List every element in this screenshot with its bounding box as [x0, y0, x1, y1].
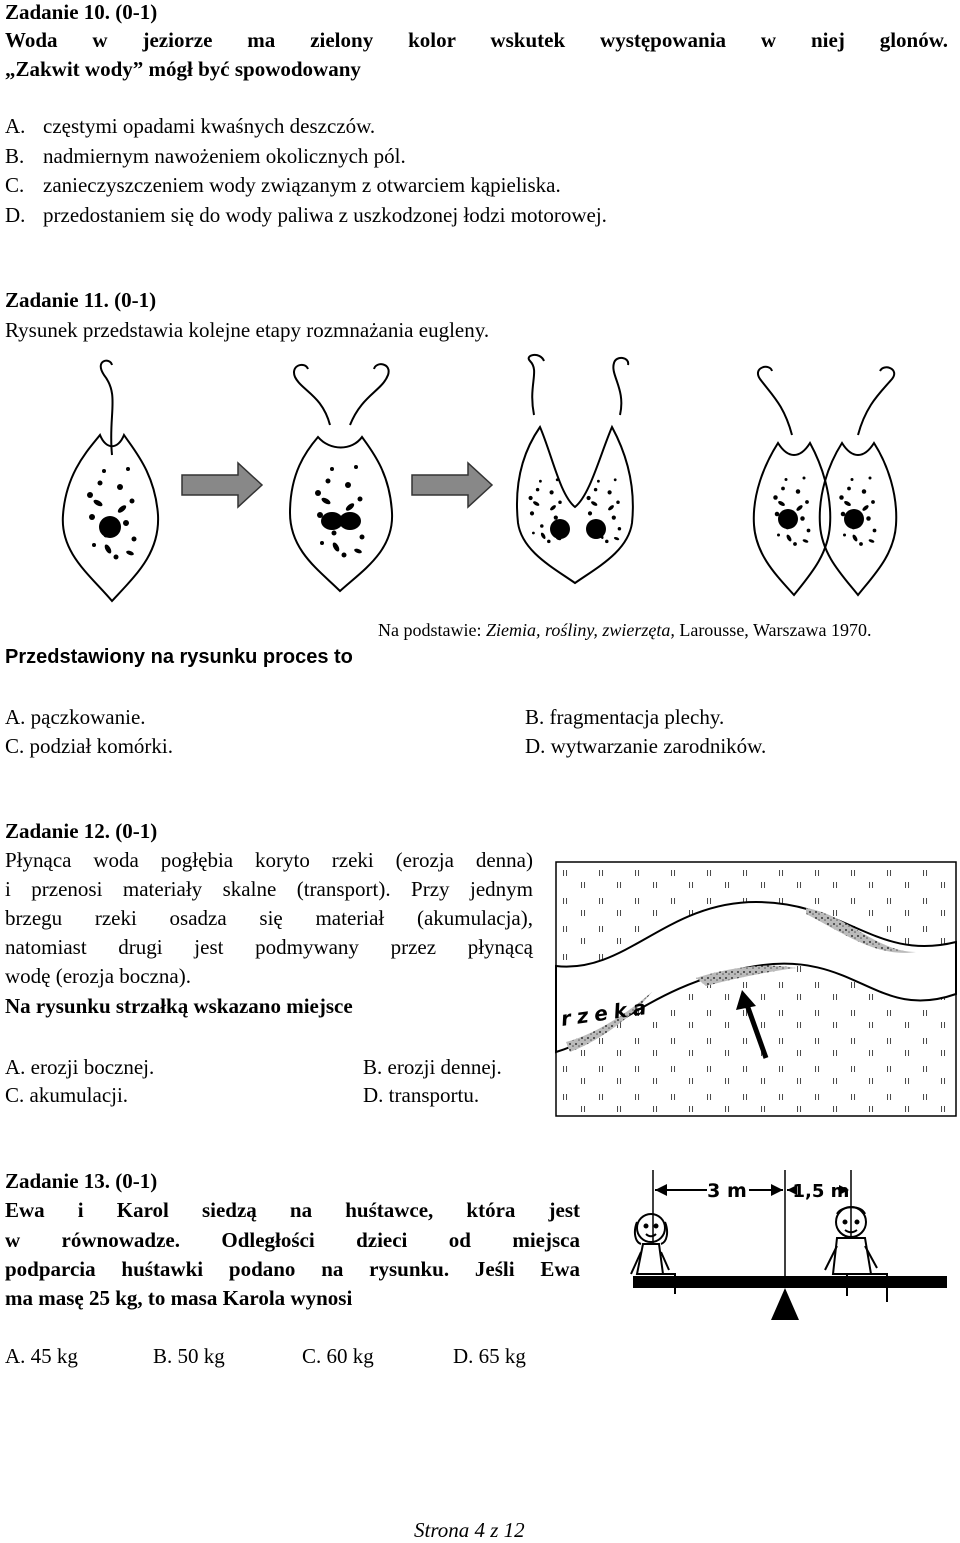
task11-header: Zadanie 11. (0-1) — [5, 288, 157, 312]
task11-option-c[interactable]: C. podział komórki. — [5, 734, 173, 758]
task13-text-line: podparcia huśtawki podano na rysunku. Je… — [5, 1257, 580, 1281]
task11-option-a[interactable]: A. pączkowanie. — [5, 705, 146, 729]
dimension-left-label: 3 m — [707, 1180, 747, 1202]
euglena-diagram — [61, 354, 898, 603]
task13-text-line: Ewa i Karol siedzą na huśtawce, która je… — [5, 1198, 580, 1222]
task13-option-d[interactable]: D. 65 kg — [453, 1344, 526, 1368]
task12-option-b[interactable]: B. erozji dennej. — [363, 1055, 502, 1079]
task13-option-a[interactable]: A. 45 kg — [5, 1344, 78, 1368]
task11-option-b[interactable]: B. fragmentacja plechy. — [525, 705, 725, 729]
task12-question: Na rysunku strzałką wskazano miejsce — [5, 994, 353, 1018]
task10-option-d[interactable]: D.przedostaniem się do wody paliwa z usz… — [5, 203, 607, 227]
task12-text-line: wodę (erozja boczna). — [5, 964, 191, 988]
task11-intro: Rysunek przedstawia kolejne etapy rozmna… — [5, 318, 490, 342]
arrow-icon — [411, 461, 494, 509]
task11-source: Na podstawie: Ziemia, rośliny, zwierzęta… — [378, 620, 872, 640]
task10-header: Zadanie 10. (0-1) — [5, 0, 158, 24]
indicator-arrow-icon — [736, 990, 769, 1059]
task12-text-line: brzegu rzeki osadza się materiał (akumul… — [5, 906, 533, 930]
euglena-stage-4 — [752, 365, 898, 597]
boy-karol-icon — [824, 1206, 888, 1302]
dimension-right-label: 1,5 m — [793, 1181, 850, 1202]
girl-ewa-icon — [630, 1213, 676, 1294]
task10-option-b[interactable]: B.nadmiernym nawożeniem okolicznych pól. — [5, 144, 406, 168]
task12-option-d[interactable]: D. transportu. — [363, 1083, 480, 1107]
euglena-stage-2 — [288, 363, 394, 593]
task12-header: Zadanie 12. (0-1) — [5, 819, 158, 843]
task13-header: Zadanie 13. (0-1) — [5, 1169, 158, 1193]
task12-option-a[interactable]: A. erozji bocznej. — [5, 1055, 155, 1079]
task10-option-a[interactable]: A.częstymi opadami kwaśnych deszczów. — [5, 114, 376, 138]
task12-text-line: natomiast drugi jest podmywany przez pły… — [5, 935, 533, 959]
euglena-stage-3 — [515, 354, 634, 585]
page-number: Strona 4 z 12 — [414, 1518, 525, 1542]
task11-question: Przedstawiony na rysunku proces to — [5, 646, 353, 668]
task10-stem-line1: Woda w jeziorze ma zielony kolor wskutek… — [5, 28, 948, 52]
task10-stem-line2: „Zakwit wody” mógł być spowodowany — [5, 57, 361, 81]
river-diagram: ıı ıı rzeka — [555, 861, 957, 1117]
euglena-stage-1 — [61, 359, 160, 603]
task12-option-c[interactable]: C. akumulacji. — [5, 1083, 129, 1107]
task13-text-line: ma masę 25 kg, to masa Karola wynosi — [5, 1286, 353, 1310]
arrow-icon — [181, 461, 264, 509]
task13-text-line: w równowadze. Odległości dzieci od miejs… — [5, 1228, 580, 1252]
task12-text-line: i przenosi materiały skalne (transport).… — [5, 877, 533, 901]
seesaw-diagram: 3 m 1,5 m — [630, 1170, 947, 1320]
task11-option-d[interactable]: D. wytwarzanie zarodników. — [525, 734, 767, 758]
task13-option-c[interactable]: C. 60 kg — [302, 1344, 374, 1368]
task12-text-line: Płynąca woda pogłębia koryto rzeki (eroz… — [5, 848, 533, 872]
task13-option-b[interactable]: B. 50 kg — [153, 1344, 225, 1368]
task10-option-c[interactable]: C.zanieczyszczeniem wody związanym z otw… — [5, 173, 561, 197]
